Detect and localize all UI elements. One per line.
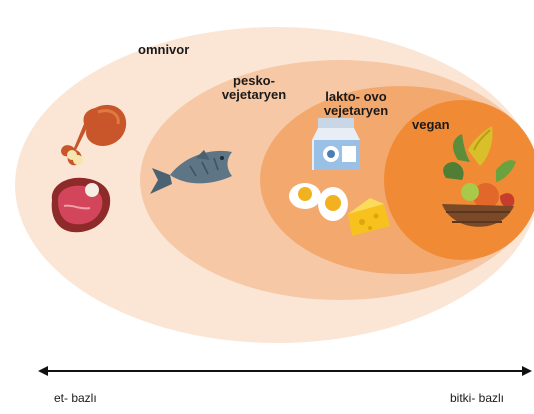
pesko-vejetaryen-label-line1: pesko- — [214, 74, 294, 88]
spectrum-arrow — [38, 366, 532, 376]
lakto-ovo-vejetaryen-label: lakto- ovo vejetaryen — [314, 90, 398, 118]
omnivor-label: omnivor — [138, 43, 189, 57]
meat-based-label: et- bazlı — [54, 391, 97, 405]
lakto-ovo-vejetaryen-label-line1: lakto- ovo — [314, 90, 398, 104]
vegan-ellipse — [384, 100, 534, 260]
milk-carton-icon — [312, 118, 360, 170]
pesko-vejetaryen-label-line2: vejetaryen — [214, 88, 294, 102]
plant-based-label: bitki- bazlı — [450, 391, 504, 405]
pesko-vejetaryen-label: pesko- vejetaryen — [214, 74, 294, 102]
lakto-ovo-vejetaryen-label-line2: vejetaryen — [314, 104, 398, 118]
vegan-label: vegan — [412, 118, 450, 132]
